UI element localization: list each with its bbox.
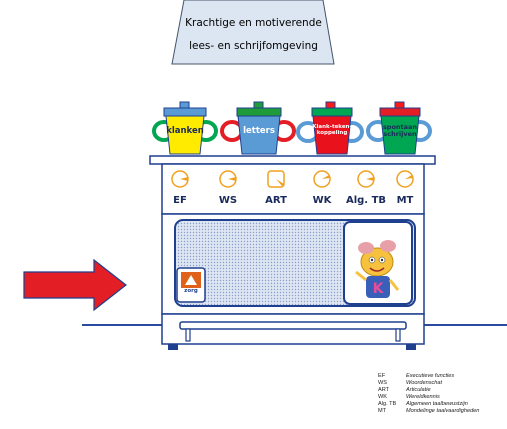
pot-label-klanken: klanken — [166, 126, 204, 136]
knob-wk-icon — [313, 170, 331, 188]
svg-text:K: K — [373, 281, 385, 297]
knob-art-icon — [267, 170, 285, 188]
pot-klanken — [152, 101, 218, 155]
pot-label-spontaan-schrijven: spontaan schrijven — [382, 123, 418, 138]
banner-shape — [171, 0, 335, 65]
knob-label-art: ART — [265, 195, 287, 206]
knob-label-ef: EF — [173, 195, 187, 206]
character-k-mascot: K — [355, 240, 400, 298]
pot-letters — [220, 101, 296, 155]
knob-mt-icon — [396, 170, 414, 188]
knob-label-alg-tb: Alg. TB — [345, 195, 387, 206]
stove: K — [149, 155, 436, 350]
pot-label-letters: letters — [243, 126, 275, 136]
banner-title-line-2: lees- en schrijfomgeving — [189, 40, 318, 52]
knob-ws-icon — [219, 170, 237, 188]
knobs-row — [171, 170, 414, 188]
knob-alg-tb-icon — [357, 170, 375, 188]
pot-label-klank-teken-koppeling: Klank-teken-koppeling — [312, 124, 352, 136]
pot-spontaan-schrijven — [366, 101, 432, 155]
knob-label-wk: WK — [312, 195, 332, 206]
pots-group — [152, 101, 432, 155]
zorg-sticker-label: zorg — [184, 288, 198, 294]
knob-label-mt: MT — [396, 195, 414, 206]
banner-title-line-1: Krachtige en motiverende — [185, 17, 322, 29]
pot-klank-teken-koppeling — [296, 101, 364, 155]
knob-label-ws: WS — [218, 195, 238, 206]
knob-ef-icon — [171, 170, 189, 188]
red-arrow — [23, 258, 127, 312]
